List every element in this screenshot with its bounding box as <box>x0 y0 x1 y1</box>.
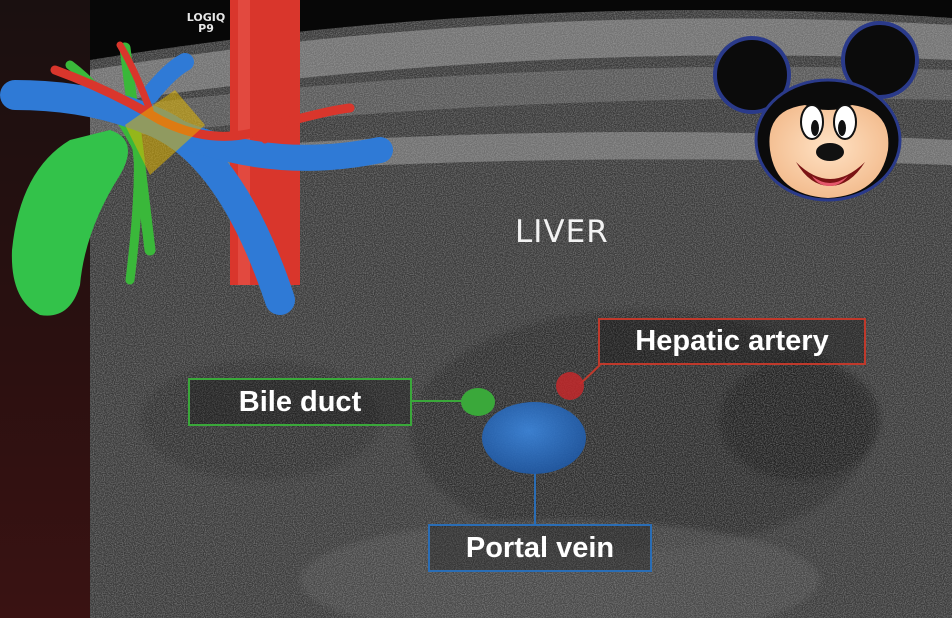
hepatobiliary-anatomy-diagram <box>0 0 393 316</box>
bile-duct-label-text: Bile duct <box>238 385 362 418</box>
portal-vein-label-text: Portal vein <box>465 531 615 564</box>
device-logo: LOGIQ P9 <box>186 12 226 34</box>
logo-line-2: P9 <box>198 22 214 35</box>
bile-duct-marker <box>461 388 495 416</box>
logo-line-1: LOGIQ <box>186 11 226 24</box>
organ-label: LIVER <box>515 214 609 250</box>
cartoon-mouse-face <box>713 21 919 202</box>
hepatic-artery-label: Hepatic artery <box>598 318 866 365</box>
bile-duct-label: Bile duct <box>188 378 412 426</box>
hepatic-artery-marker <box>556 372 584 400</box>
hepatic-artery-label-text: Hepatic artery <box>635 325 829 357</box>
portal-vein-label: Portal vein <box>428 524 652 572</box>
portal-vein-marker <box>482 402 586 474</box>
annotations <box>410 364 601 525</box>
